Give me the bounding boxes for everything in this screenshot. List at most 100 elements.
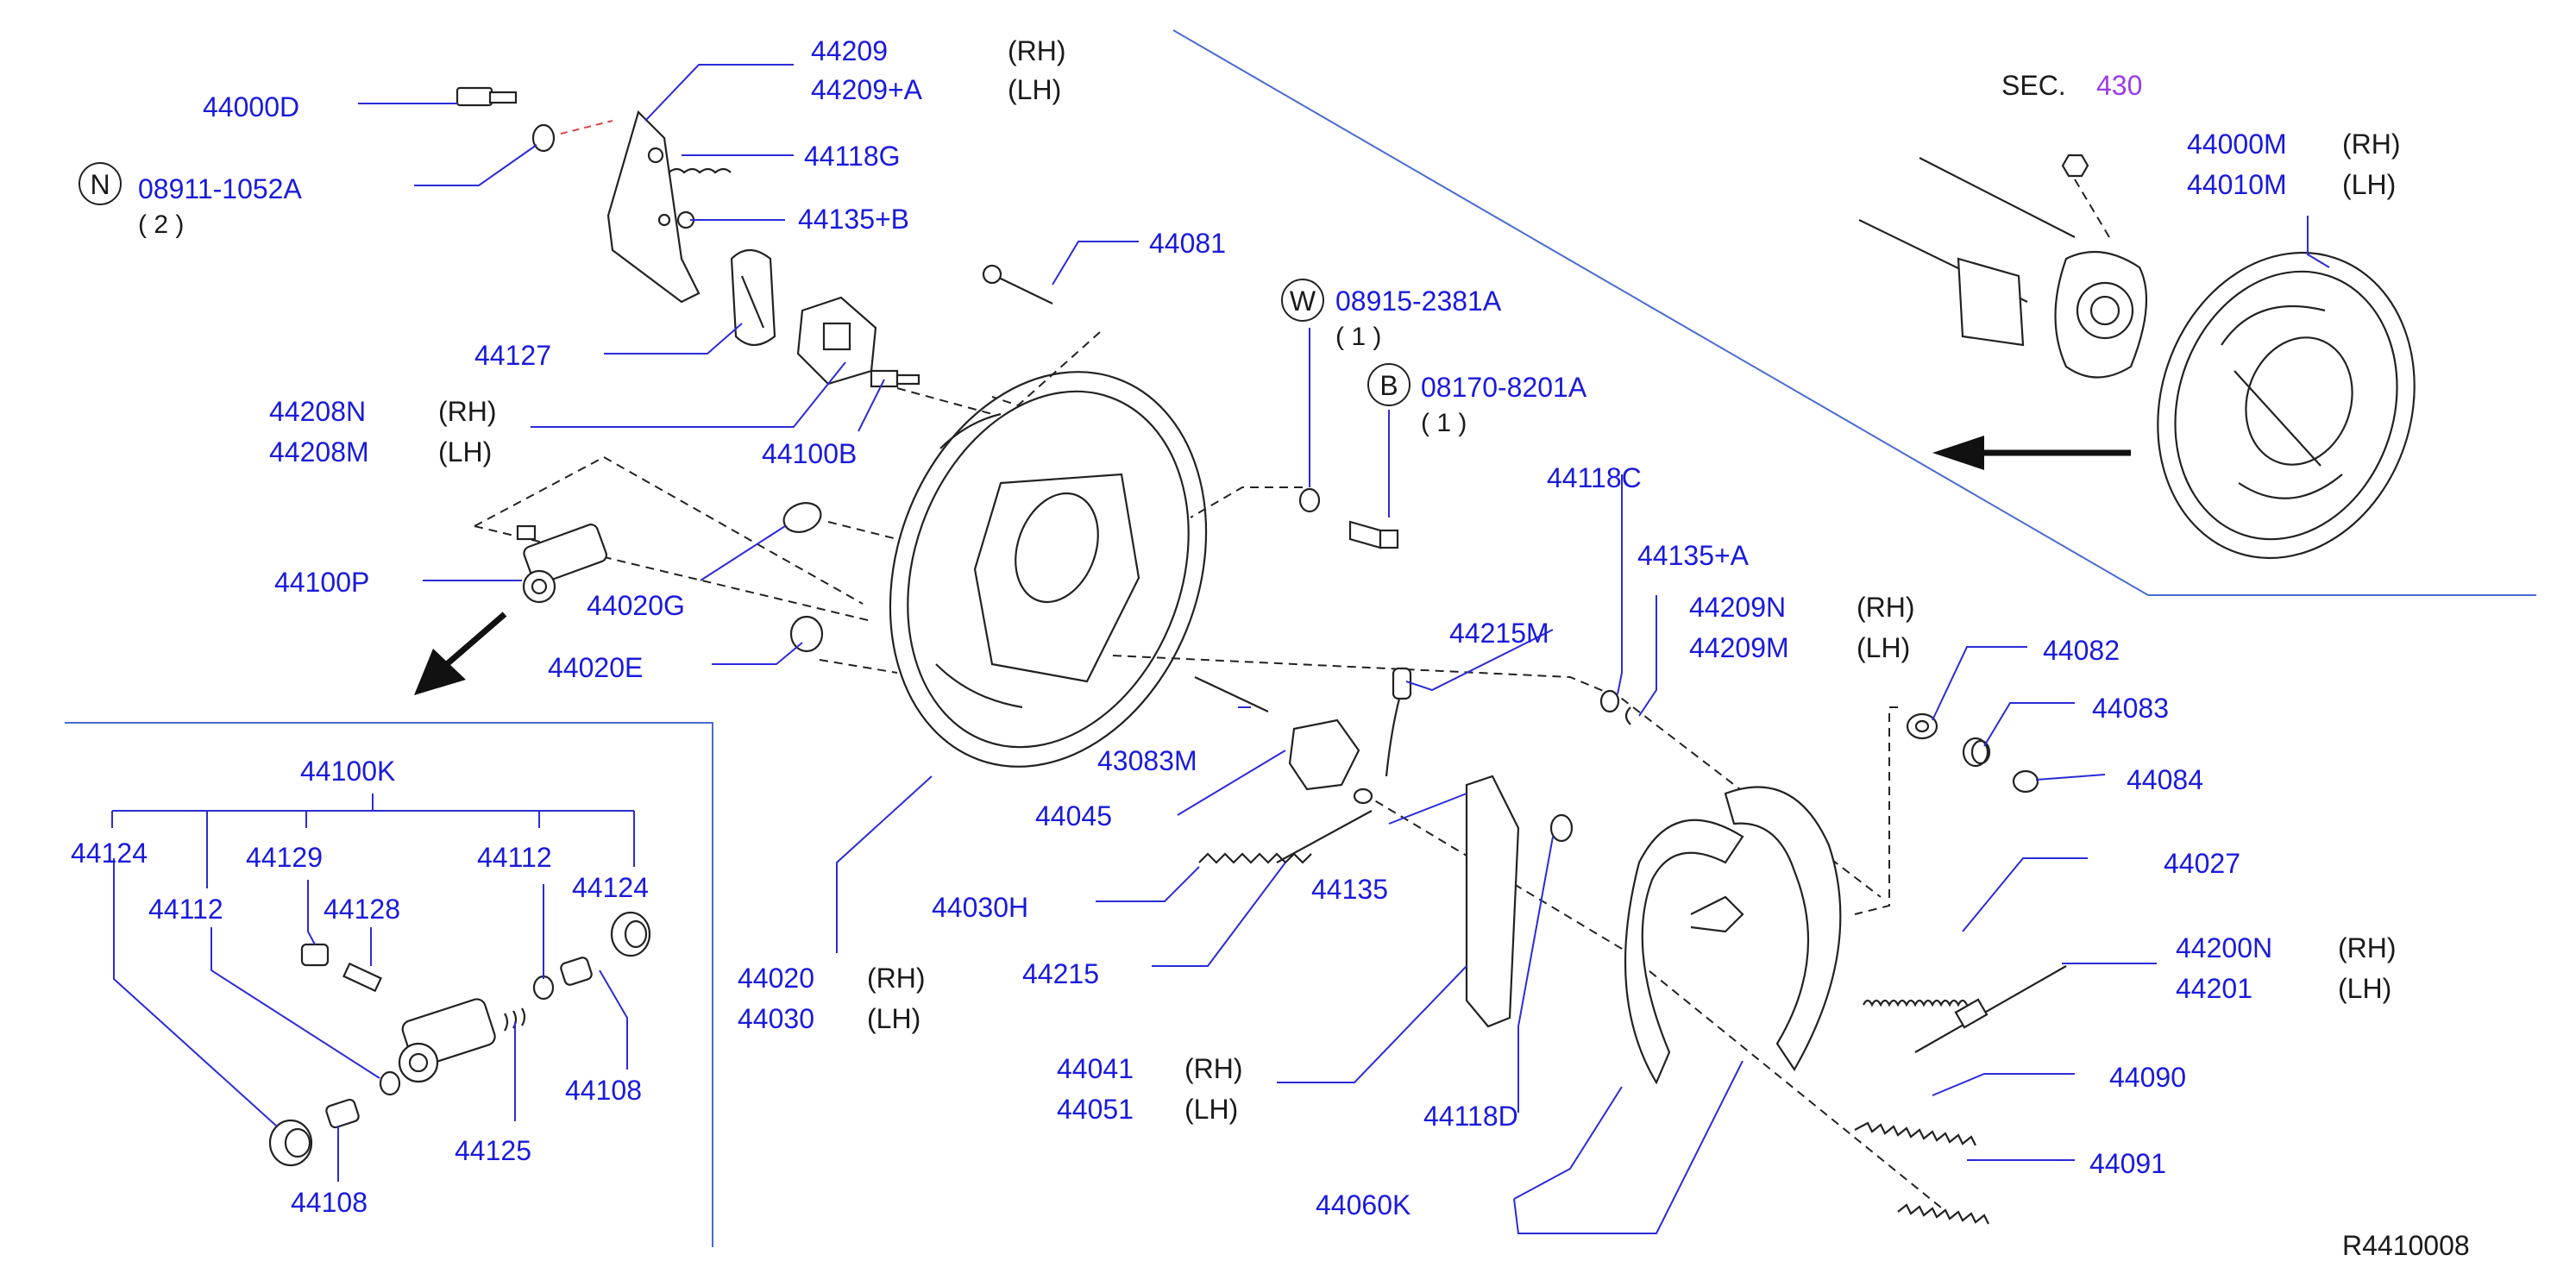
brake-backing-plate [889,371,1208,768]
pin-icon [2012,769,2039,794]
label-44200N: 44200N [2176,932,2272,963]
label-44010M-side: (LH) [2342,169,2396,200]
pin-icon [982,264,1053,304]
label-44201-side: (LH) [2338,973,2391,1004]
inset-border [65,722,713,1247]
parking-lever [606,110,701,304]
cup-seal-icon [379,1070,401,1096]
label-44201: 44201 [2176,973,2252,1004]
bleeder-screw-icon [342,962,382,993]
parking-strut [1465,775,1520,1028]
label-44000D: 44000D [203,91,299,122]
label-44209A: 44209+A [811,74,923,105]
plug-icon [789,615,824,653]
adjuster-lever [1288,718,1360,791]
label-44108-left: 44108 [291,1187,368,1218]
label-44124-left: 44124 [71,838,148,869]
label-44208N-side: (RH) [438,396,497,427]
arrow-down-left-icon [414,612,507,695]
spring-icon [1863,999,1968,1007]
label-44100K: 44100K [300,756,395,787]
dust-boot-icon [268,1119,313,1167]
label-44100P: 44100P [274,567,369,598]
label-44030-side: (LH) [867,1003,920,1034]
label-44112-left: 44112 [148,894,223,925]
label-44090: 44090 [2109,1062,2186,1093]
label-44051: 44051 [1057,1094,1134,1125]
anchor-clip-icon [1690,895,1744,933]
label-43083M: 43083M [1097,745,1197,776]
label-44060K: 44060K [1316,1189,1411,1220]
label-44135B: 44135+B [798,204,909,235]
retainer-cup-icon [1906,712,1938,740]
label-08170: 08170-8201A [1421,372,1587,403]
mark-w-circle [1281,279,1324,322]
label-44041: 44041 [1057,1053,1134,1084]
washer-icon [531,123,556,153]
wheel-cylinder [516,524,607,604]
bolt-icon [456,86,518,107]
mark-n-circle [79,162,122,205]
label-44209M-side: (LH) [1857,632,1910,663]
label-section-prefix: SEC. [2001,70,2066,101]
figure-code: R4410008 [2342,1230,2470,1261]
label-44209M: 44209M [1689,632,1789,663]
inset-wheel-cylinder-body [398,998,496,1083]
label-08915-qty: ( 1 ) [1335,323,1381,351]
label-44129: 44129 [246,842,323,873]
adjuster-housing [796,296,877,386]
spring-icon [1198,852,1312,864]
label-44125: 44125 [455,1135,531,1166]
label-44209-side: (RH) [1008,35,1066,66]
axle-housing [1858,157,2148,379]
label-44010M: 44010M [2187,169,2287,200]
grommet-icon [782,502,822,533]
leader-lines [111,64,2330,1234]
label-44209N-side: (RH) [1857,592,1915,623]
label-44082: 44082 [2043,635,2120,666]
label-44000M: 44000M [2187,129,2287,160]
cable-end-icon [1385,667,1412,777]
label-44020E: 44020E [548,652,643,683]
label-44081: 44081 [1149,228,1226,259]
label-44127: 44127 [474,340,551,371]
arrow-left-icon [1932,436,2131,470]
label-08170-qty: ( 1 ) [1421,409,1467,437]
nut-icon [2061,154,2089,178]
mark-w: W [1290,285,1316,317]
label-44041-side: (RH) [1184,1053,1243,1084]
cup-seal-icon [532,975,555,1001]
label-44124-right: 44124 [572,872,649,903]
label-44135A: 44135+A [1637,540,1750,571]
label-44030: 44030 [738,1003,814,1034]
label-44108-right: 44108 [565,1075,642,1106]
mark-b: B [1379,370,1398,401]
label-44209A-side: (LH) [1008,74,1061,105]
label-44100B: 44100B [762,438,857,469]
brake-shoe-rear [1724,786,1842,1072]
spring-icon [504,1007,526,1032]
label-44027: 44027 [2164,848,2240,879]
label-44045: 44045 [1035,800,1112,831]
assembled-drum-brake [2157,251,2416,560]
label-44200N-side: (RH) [2338,932,2397,963]
label-44209: 44209 [811,35,888,66]
clip-icon [1549,813,1574,843]
label-44208M: 44208M [269,436,369,467]
spring-icon [1897,1203,1989,1225]
label-44135: 44135 [1311,874,1388,905]
retainer-icon [1599,689,1631,725]
label-44208N: 44208N [269,396,366,427]
bleeder-cap-icon [300,943,330,967]
rubber-boot [730,248,776,347]
spring-icon [1962,737,1991,768]
adjuster-screw [1194,676,1269,712]
spring-icon [668,167,732,174]
dust-boot-icon [610,911,651,957]
label-44208M-side: (LH) [438,436,492,467]
label-44000M-side: (RH) [2342,129,2401,160]
label-44112-right: 44112 [477,842,552,873]
label-08915: 08915-2381A [1335,285,1502,317]
cable-icon [1276,810,1373,863]
label-08911: 08911-1052A [138,173,302,204]
